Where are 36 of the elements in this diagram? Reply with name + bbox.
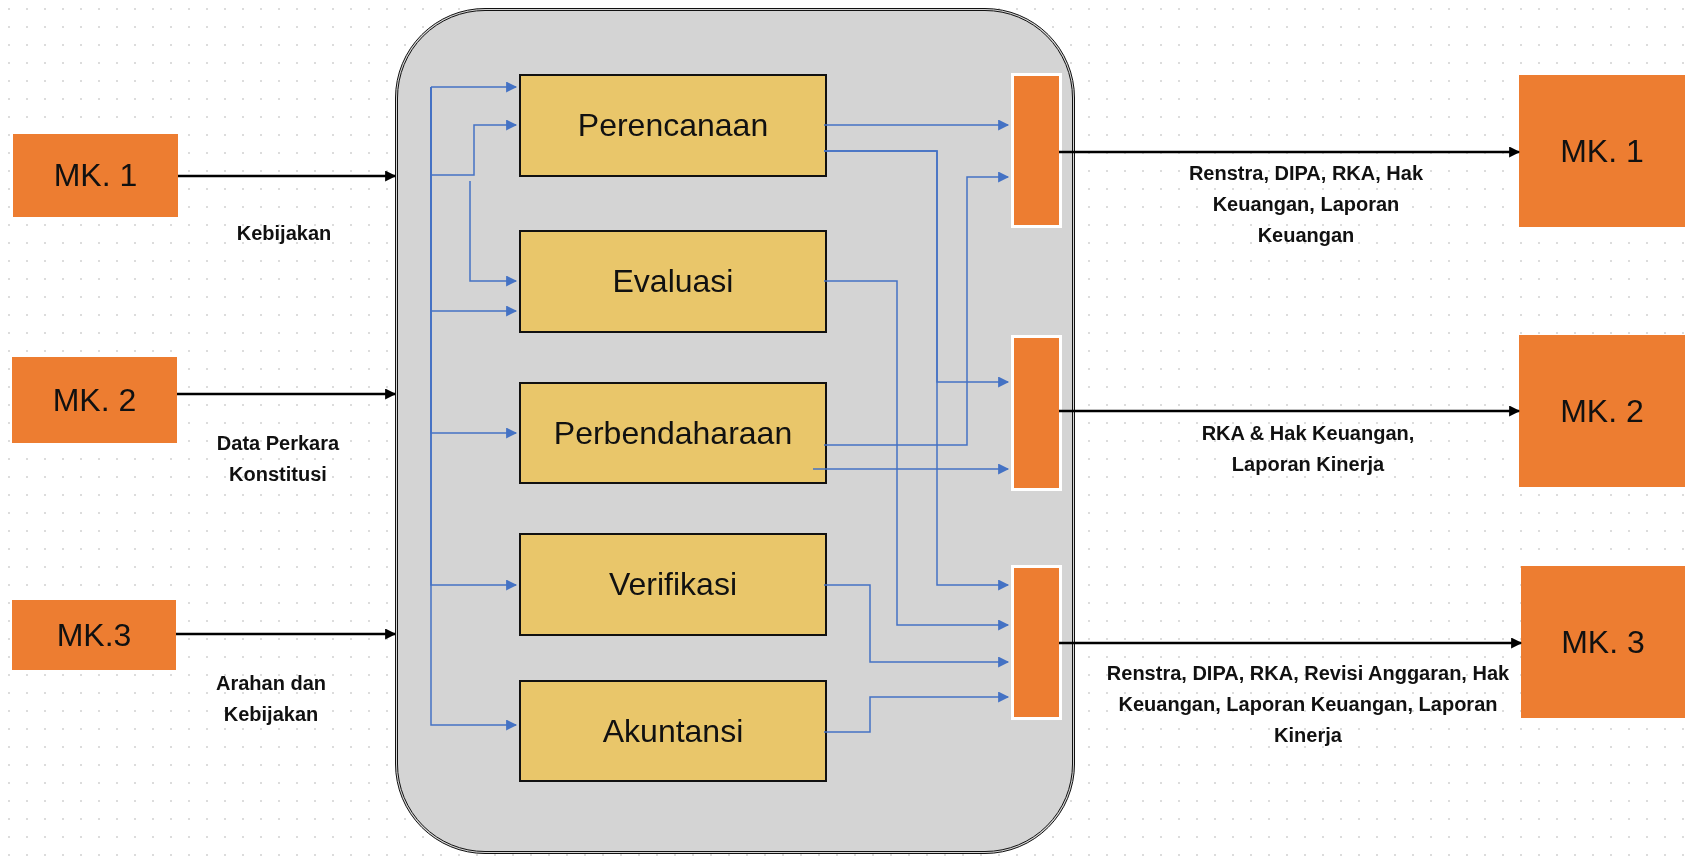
arrow [823,584,1010,668]
process-box: Perbendaharaan [519,382,827,484]
edge-label: Renstra, DIPA, RKA, Hak Keuangan, Laporan Keuangan [1187,161,1425,248]
output-bar [1011,73,1062,228]
process-box: Perencanaan [519,74,827,177]
arrow [1059,405,1521,417]
arrow [823,280,1010,631]
output-bar [1011,335,1062,491]
mk-box: MK. 2 [1519,335,1685,487]
edge-label: Kebijakan [235,221,333,246]
arrow [823,171,1010,446]
mk-box: MK. 1 [13,134,178,217]
edge-label: Data Perkara Konstitusi [215,431,341,487]
arrow [430,81,518,93]
arrow [469,180,518,287]
arrow [823,119,1010,131]
arrow [178,170,397,182]
process-box: Verifikasi [519,533,827,636]
edge-label: Arahan dan Kebijakan [215,671,327,727]
process-box: Akuntansi [519,680,827,782]
arrow [1059,146,1521,158]
output-bar [1011,565,1062,720]
arrow [1059,637,1523,649]
edge-label: RKA & Hak Keuangan, Laporan Kinerja [1200,421,1416,477]
mk-box: MK. 3 [1521,566,1685,718]
mk-box: MK. 1 [1519,75,1685,227]
mk-box: MK. 2 [12,357,177,443]
mk-box: MK.3 [12,600,176,670]
arrow [812,463,1010,475]
arrow [176,628,397,640]
arrow [177,388,397,400]
process-box: Evaluasi [519,230,827,333]
container-panel [395,8,1075,854]
arrow [823,691,1010,733]
arrow [823,150,1010,388]
edge-label: Renstra, DIPA, RKA, Revisi Anggaran, Hak Keuangan, Laporan Keuangan, Laporan Kinerja [1105,661,1511,748]
